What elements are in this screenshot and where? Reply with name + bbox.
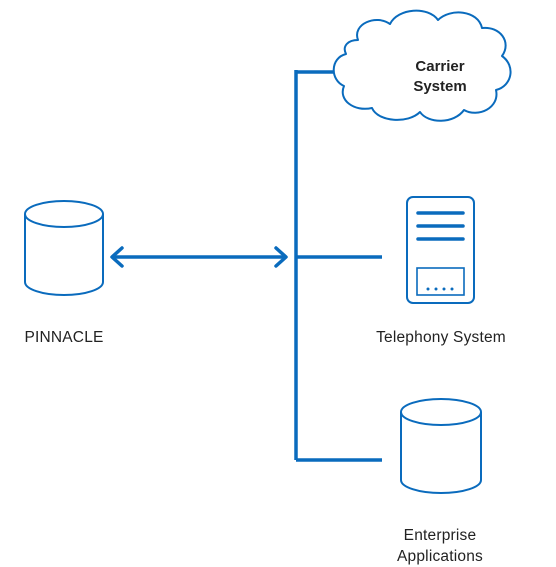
enterprise-applications-label: Enterprise Applications: [370, 525, 510, 567]
enterprise-database-icon: [400, 398, 482, 494]
carrier-cloud-icon: [332, 9, 512, 122]
pinnacle-label: PINNACLE: [24, 329, 104, 346]
telephony-server-icon: [406, 196, 475, 304]
telephony-system-label: Telephony System: [376, 329, 506, 346]
carrier-system-label: Carrier System: [390, 57, 490, 97]
pinnacle-database-icon: [24, 200, 104, 296]
enterprise-label-line2: Applications: [397, 548, 483, 565]
enterprise-label-line1: Enterprise: [403, 527, 477, 544]
carrier-label-line2: System: [413, 78, 467, 95]
carrier-label-line1: Carrier: [415, 58, 465, 75]
arrow-head-left: [110, 246, 124, 268]
arrow-head-right: [274, 246, 288, 268]
